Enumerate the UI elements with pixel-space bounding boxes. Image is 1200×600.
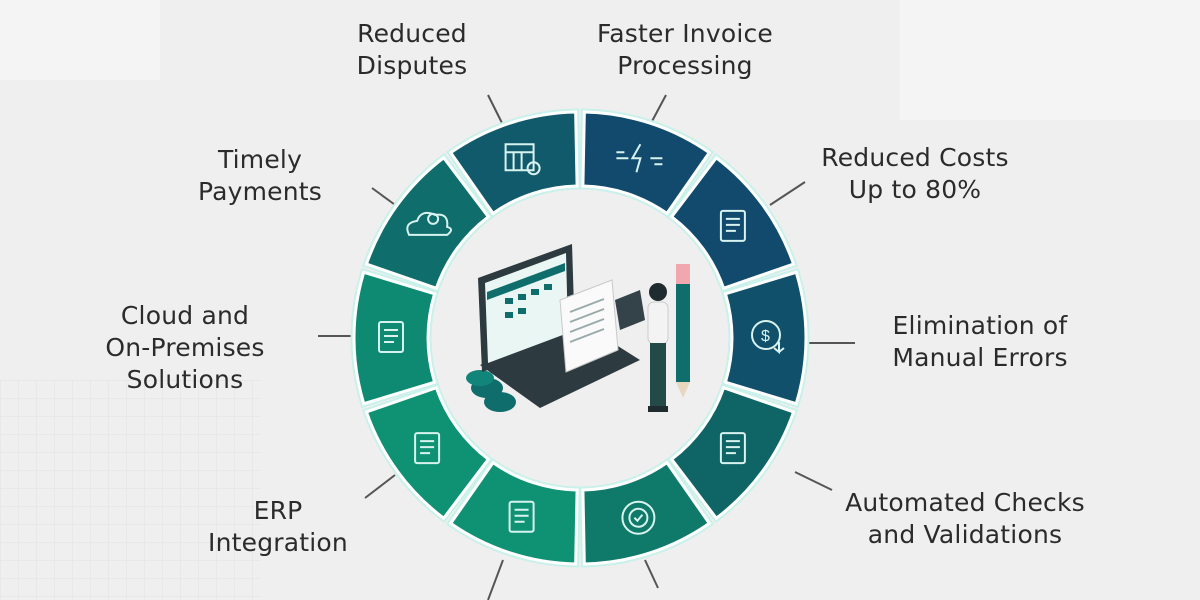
wheel-segment: [723, 270, 808, 406]
segment-label-line: ERP: [253, 496, 303, 525]
center-illustration: [466, 244, 690, 412]
calculator-icon: [615, 290, 645, 330]
invoice-lines: [569, 298, 605, 343]
wheel-segment: [352, 270, 437, 406]
calendar-clock-icon: [504, 143, 541, 176]
segment-label-line: Cloud and: [120, 301, 250, 330]
background-block: [900, 0, 1200, 120]
segment-label-line: Automated Checks: [845, 488, 1085, 517]
pencil-eraser: [676, 264, 690, 284]
wheel-segment: [364, 155, 491, 291]
leader-line: [769, 181, 806, 206]
background-grid-pattern: [0, 380, 260, 600]
pencil-icon: [676, 272, 690, 382]
invoice-document-icon: [719, 209, 746, 242]
cloud-icon: [406, 211, 453, 236]
coin-icon: [484, 392, 516, 412]
segment-label: Automated Checks and Validations: [840, 487, 1090, 551]
segment-label-line: Disputes: [356, 51, 468, 80]
segment-label: Elimination of Manual Errors: [880, 310, 1080, 374]
segment-label-line: Solutions: [126, 365, 244, 394]
laptop-screen-header: [487, 263, 565, 300]
segment-label-line: Reduced Costs: [821, 143, 1009, 172]
gear-check-icon: [621, 500, 656, 535]
leader-lines: [318, 94, 855, 600]
leader-line: [487, 94, 504, 126]
document-percent-icon: [414, 432, 441, 465]
wheel-segment: [581, 110, 712, 216]
person-head: [649, 283, 667, 301]
screen-grid-cells: [505, 284, 552, 318]
lightning-arrows-icon: [616, 143, 663, 173]
person-shoes: [648, 406, 668, 412]
invoice-sheet: [559, 279, 619, 373]
segment-label: Reduced Costs Up to 80%: [810, 142, 1020, 206]
svg-text:$: $: [761, 328, 770, 345]
laptop-screen: [485, 253, 568, 363]
segment-label-line: Up to 80%: [848, 175, 982, 204]
segment-label-line: Reduced: [357, 19, 467, 48]
wheel-segment: [448, 460, 579, 566]
person-legs: [650, 343, 666, 408]
leader-line: [649, 94, 667, 126]
leader-line: [487, 559, 504, 600]
documents-check-icon: [719, 432, 746, 465]
segment-label-line: Timely: [217, 145, 303, 174]
segment-label-line: Integration: [208, 528, 348, 557]
wheel-segment: [669, 155, 796, 291]
segment-label: ERP Integration: [198, 495, 358, 559]
segment-label-line: Payments: [197, 177, 323, 206]
leader-line: [644, 559, 659, 589]
background-block: [0, 0, 160, 80]
leader-line: [794, 471, 833, 491]
monitor-network-icon: [378, 321, 404, 353]
segment-label-line: Processing: [617, 51, 753, 80]
dollar-down-icon: $: [751, 320, 785, 355]
segment-label-line: On-Premises: [105, 333, 265, 362]
segment-icons: $: [378, 143, 785, 535]
pencil-tip: [676, 382, 690, 398]
segment-label-line: Faster Invoice: [596, 19, 774, 48]
coin-icon: [466, 370, 494, 386]
segment-label-line: Manual Errors: [892, 343, 1068, 372]
person-body: [647, 301, 669, 345]
leader-line: [364, 474, 396, 499]
segment-label-line: Elimination of: [892, 311, 1068, 340]
segment-label-line: and Validations: [867, 520, 1063, 549]
dashboard-report-icon: [508, 500, 535, 533]
